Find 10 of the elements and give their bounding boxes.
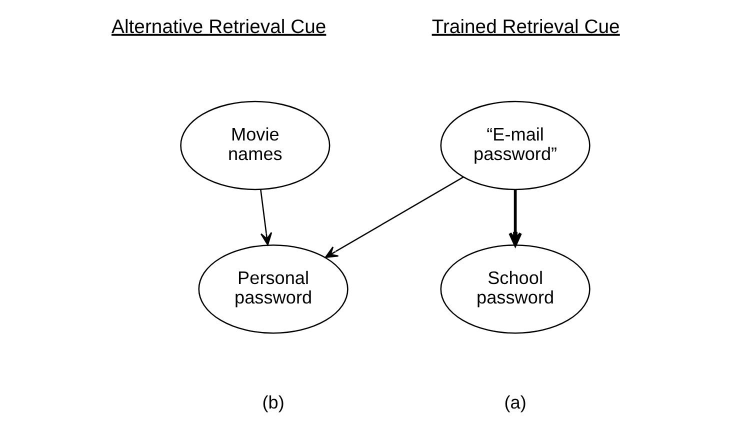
node-ellipse: School password [440,244,590,334]
node-ellipse: Movie names [180,100,330,190]
label: Alternative Retrieval Cue [111,16,326,38]
label: Trained Retrieval Cue [431,16,620,38]
node-ellipse: “E-mail password” [440,100,590,190]
label: (a) [504,392,526,412]
arrow [508,190,522,246]
label: (b) [262,392,284,412]
arrow [324,176,464,258]
arrow [260,189,272,246]
